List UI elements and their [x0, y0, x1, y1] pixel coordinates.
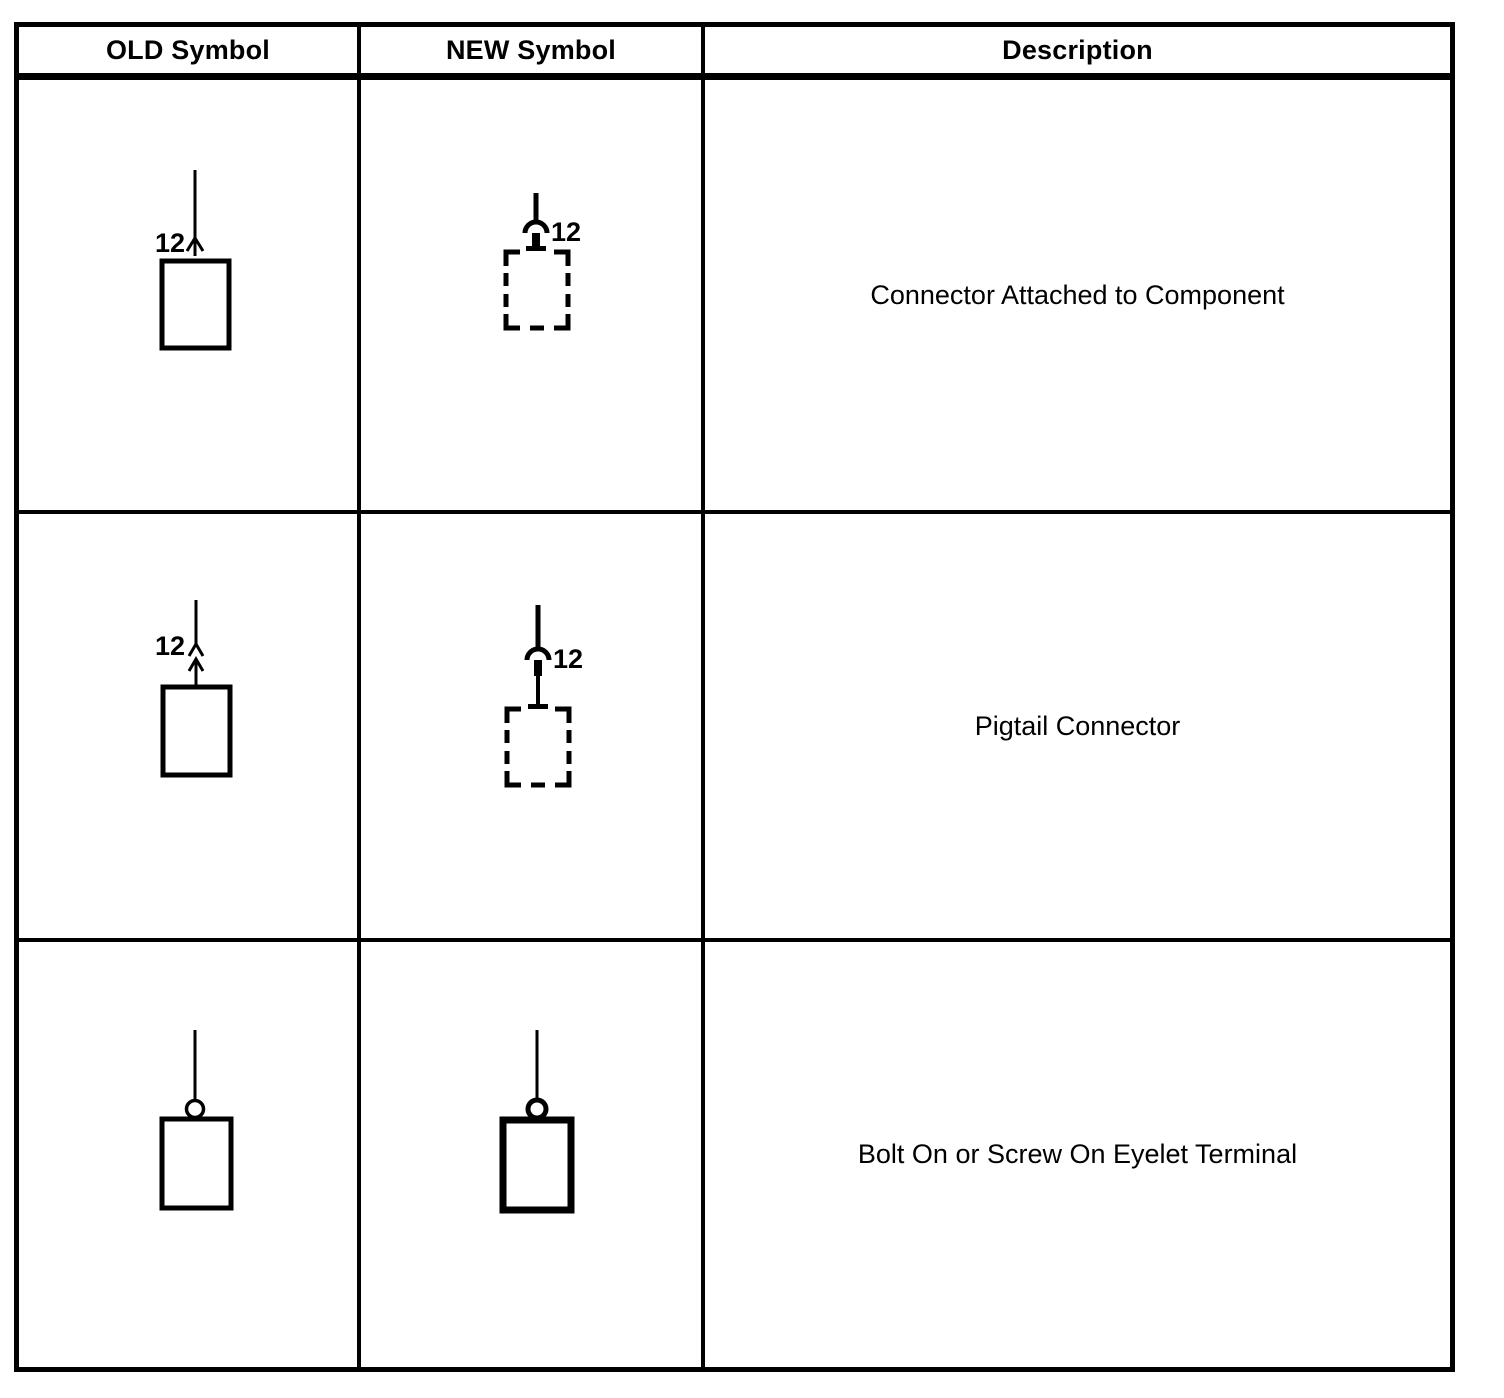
chevron-arrow-icon — [187, 656, 205, 672]
description-cell-row-2: Pigtail Connector — [705, 514, 1450, 942]
old-symbol-cell-row-1: 12 — [19, 80, 361, 514]
eyelet-old-symbol — [159, 1030, 234, 1211]
component-dashed-box — [503, 249, 571, 331]
description-text: Bolt On or Screw On Eyelet Terminal — [857, 1139, 1298, 1169]
old-symbol-cell-row-3 — [19, 942, 361, 1367]
new-symbol-pigtail-drawing: 12 — [504, 605, 583, 788]
connector-foot — [528, 704, 548, 709]
connector-foot — [526, 246, 546, 251]
fork-terminal-icon — [185, 237, 205, 256]
old-symbol-pigtail-drawing: 12 — [155, 600, 233, 778]
pigtail-new-symbol: 12 — [504, 605, 583, 788]
new-symbol-eyelet-drawing — [499, 1030, 575, 1214]
column-header-new-symbol: NEW Symbol — [361, 27, 705, 80]
symbol-legend-table: OLD Symbol NEW Symbol Description 12 12 — [14, 22, 1455, 1372]
fork-terminal-icon — [187, 643, 205, 657]
new-symbol-cell-row-1: 12 — [361, 80, 705, 514]
wire-label: 12 — [155, 228, 185, 258]
component-box — [499, 1116, 575, 1214]
description-cell-row-1: Connector Attached to Component — [705, 80, 1450, 514]
old-symbol-connector-attached-drawing: 12 — [155, 170, 232, 351]
connector-attached-old-symbol: 12 — [155, 170, 232, 351]
column-header-description: Description — [705, 27, 1450, 80]
wire-label: 12 — [551, 217, 581, 247]
component-dashed-box — [504, 706, 572, 788]
socket-arc-icon — [522, 219, 550, 234]
pigtail-old-symbol: 12 — [155, 600, 233, 778]
component-box — [159, 1116, 234, 1211]
connector-pin-stub — [532, 233, 540, 248]
eyelet-new-symbol — [499, 1030, 575, 1214]
old-symbol-eyelet-drawing — [159, 1030, 234, 1211]
new-symbol-cell-row-2: 12 — [361, 514, 705, 942]
wire-label: 12 — [553, 644, 583, 674]
description-text: Pigtail Connector — [974, 710, 1181, 741]
column-header-old-symbol: OLD Symbol — [19, 27, 361, 80]
old-symbol-cell-row-2: 12 — [19, 514, 361, 942]
eyelet-circle-icon — [525, 1097, 549, 1121]
socket-arc-icon — [524, 646, 552, 661]
component-box — [160, 684, 233, 778]
component-box — [159, 258, 232, 351]
connector-pin-stub — [534, 660, 542, 676]
new-symbol-cell-row-3 — [361, 942, 705, 1367]
description-cell-row-3: Bolt On or Screw On Eyelet Terminal — [705, 942, 1450, 1367]
eyelet-circle-icon — [184, 1098, 206, 1120]
description-text: Connector Attached to Component — [870, 279, 1285, 310]
connector-attached-new-symbol: 12 — [503, 193, 581, 331]
new-symbol-connector-attached-drawing: 12 — [503, 193, 581, 331]
wire-label: 12 — [155, 631, 185, 661]
